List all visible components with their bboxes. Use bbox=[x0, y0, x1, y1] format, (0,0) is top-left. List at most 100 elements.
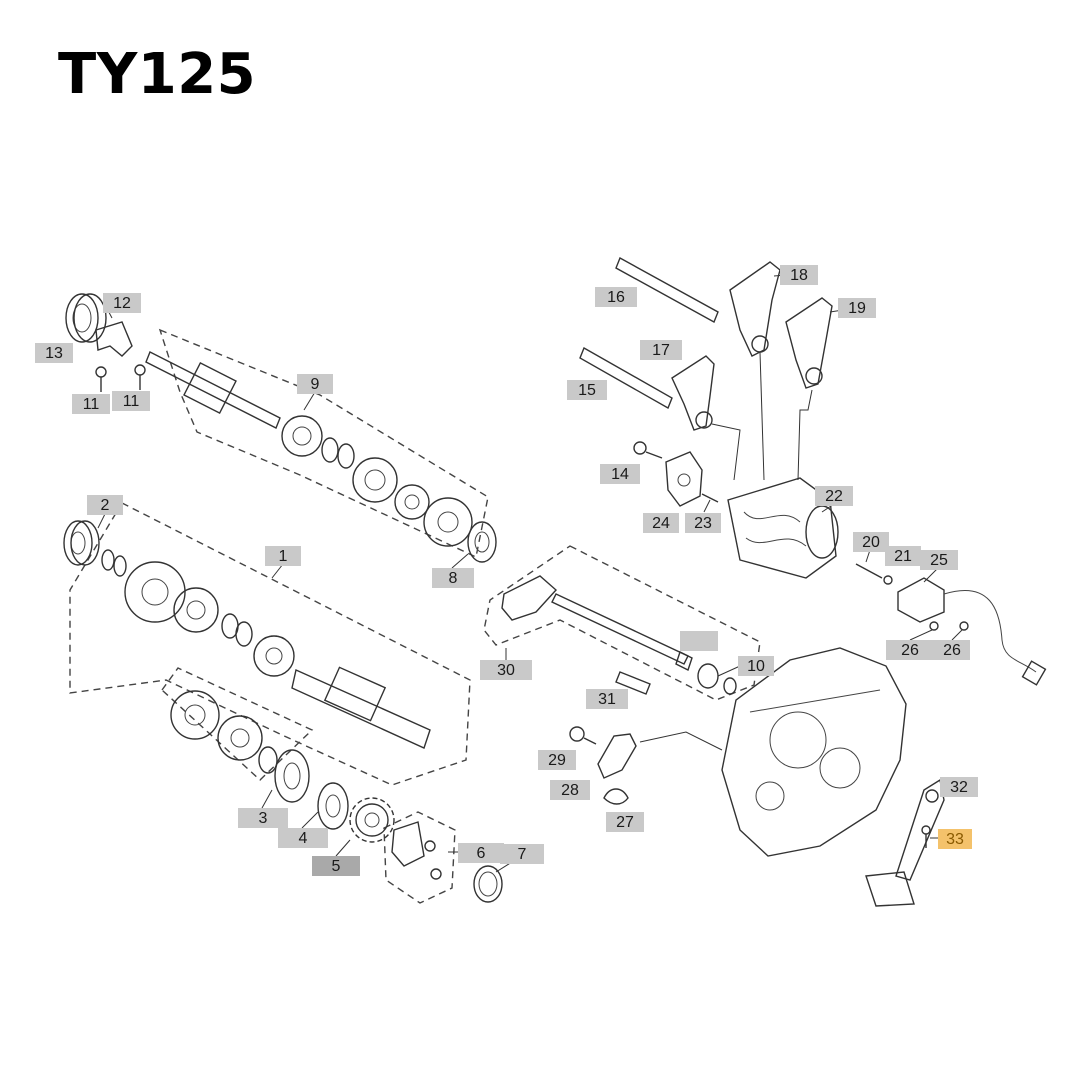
part-11-bolts bbox=[95, 364, 146, 392]
callout-box bbox=[595, 287, 637, 307]
callout-22: 22 bbox=[815, 486, 853, 506]
callout-number: 2 bbox=[101, 497, 110, 514]
callout-number: 32 bbox=[950, 779, 968, 796]
callout-box bbox=[567, 380, 607, 400]
callout-number: 30 bbox=[497, 662, 515, 679]
callout-13: 13 bbox=[35, 343, 73, 363]
part-24-star-plate bbox=[665, 451, 703, 507]
part-20-21-pin-bolt bbox=[855, 563, 893, 585]
part-5-sprocket bbox=[349, 797, 395, 843]
callout-28: 28 bbox=[550, 780, 590, 800]
callout-11a: 11 bbox=[72, 394, 110, 414]
callout-number: 20 bbox=[862, 534, 880, 551]
callout-number: 31 bbox=[598, 691, 616, 708]
callout-box bbox=[643, 513, 679, 533]
callout-box bbox=[853, 532, 889, 552]
callout-box bbox=[112, 391, 150, 411]
callout-number: 26 bbox=[901, 642, 919, 659]
callout-box bbox=[815, 486, 853, 506]
callout-box bbox=[685, 513, 721, 533]
callout-14: 14 bbox=[600, 464, 640, 484]
part-9-shaft-gears bbox=[145, 351, 497, 563]
callout-number: 1 bbox=[279, 548, 288, 565]
callout-24: 24 bbox=[643, 513, 679, 533]
pedal-foot bbox=[865, 871, 915, 907]
callout-box bbox=[278, 828, 328, 848]
part-4-bearing bbox=[317, 782, 349, 830]
callout-27: 27 bbox=[606, 812, 644, 832]
part-29-bolt bbox=[569, 726, 597, 745]
callout-box bbox=[87, 495, 123, 515]
callout-number: 6 bbox=[477, 845, 486, 862]
callout-box bbox=[500, 844, 544, 864]
callout-11b: 11 bbox=[112, 391, 150, 411]
callout-6: 6 bbox=[458, 843, 504, 863]
callout-number: 4 bbox=[299, 830, 308, 847]
part-18-fork bbox=[729, 261, 781, 357]
callout-box bbox=[312, 856, 360, 876]
part-30-shift-shaft bbox=[501, 575, 693, 671]
part-16-rod bbox=[615, 257, 719, 323]
callout-number: 12 bbox=[113, 295, 131, 312]
callout-21: 21 bbox=[885, 546, 921, 566]
callout-number: 16 bbox=[607, 289, 625, 306]
part-25-sensor bbox=[897, 577, 1047, 686]
callout-30: 30 bbox=[480, 660, 532, 680]
callout-26a: 26 bbox=[886, 640, 934, 660]
callout-number: 19 bbox=[848, 300, 866, 317]
part-10-seal bbox=[697, 663, 737, 695]
callout-16: 16 bbox=[595, 287, 637, 307]
callout-box bbox=[35, 343, 73, 363]
callout-box bbox=[934, 640, 970, 660]
callout-number: 17 bbox=[652, 342, 670, 359]
callout-number: 3 bbox=[259, 810, 268, 827]
callout-25: 25 bbox=[920, 550, 958, 570]
callout-31: 31 bbox=[586, 689, 628, 709]
callout-box bbox=[940, 777, 978, 797]
callout-box bbox=[72, 394, 110, 414]
callout-26b: 26 bbox=[934, 640, 970, 660]
callout-number: 10 bbox=[747, 658, 765, 675]
callout-number: 24 bbox=[652, 515, 670, 532]
callout-number: 15 bbox=[578, 382, 596, 399]
callout-box bbox=[780, 265, 818, 285]
callout-10: 10 bbox=[738, 656, 774, 676]
part-3-bearing bbox=[274, 749, 310, 803]
group-outlines bbox=[69, 328, 761, 904]
group-outline-1-inner bbox=[161, 667, 314, 781]
part-33-bolt bbox=[921, 825, 931, 848]
callout-number: 29 bbox=[548, 752, 566, 769]
callout-19: 19 bbox=[838, 298, 876, 318]
part-27-spring bbox=[603, 788, 629, 805]
crankcase bbox=[639, 647, 907, 857]
callout-9: 9 bbox=[297, 374, 333, 394]
part-14-bolt bbox=[633, 441, 663, 459]
callout-box bbox=[586, 689, 628, 709]
callout-box bbox=[886, 640, 934, 660]
callout-number: 13 bbox=[45, 345, 63, 362]
part-19-fork bbox=[785, 297, 833, 389]
part-26-screws bbox=[929, 621, 969, 631]
callout-box bbox=[938, 829, 972, 849]
part-31-pin bbox=[615, 671, 651, 695]
callout-number: 18 bbox=[790, 267, 808, 284]
callout-3: 3 bbox=[238, 808, 288, 828]
part-7-seal bbox=[473, 865, 503, 903]
callout-number: 25 bbox=[930, 552, 948, 569]
callout-number: 28 bbox=[561, 782, 579, 799]
callout-box bbox=[550, 780, 590, 800]
group-outline-6 bbox=[383, 811, 456, 904]
callout-number: 11 bbox=[83, 396, 100, 413]
callout-number: 33 bbox=[946, 831, 964, 848]
callout-box bbox=[600, 464, 640, 484]
callout-number: 8 bbox=[449, 570, 458, 587]
part-32-pedal-arm bbox=[895, 778, 945, 881]
part-23-pin bbox=[701, 493, 719, 503]
callout-12: 12 bbox=[103, 293, 141, 313]
part-15-rod bbox=[579, 346, 673, 410]
callout-8: 8 bbox=[432, 568, 474, 588]
callout-1: 1 bbox=[265, 546, 301, 566]
callout-4: 4 bbox=[278, 828, 328, 848]
